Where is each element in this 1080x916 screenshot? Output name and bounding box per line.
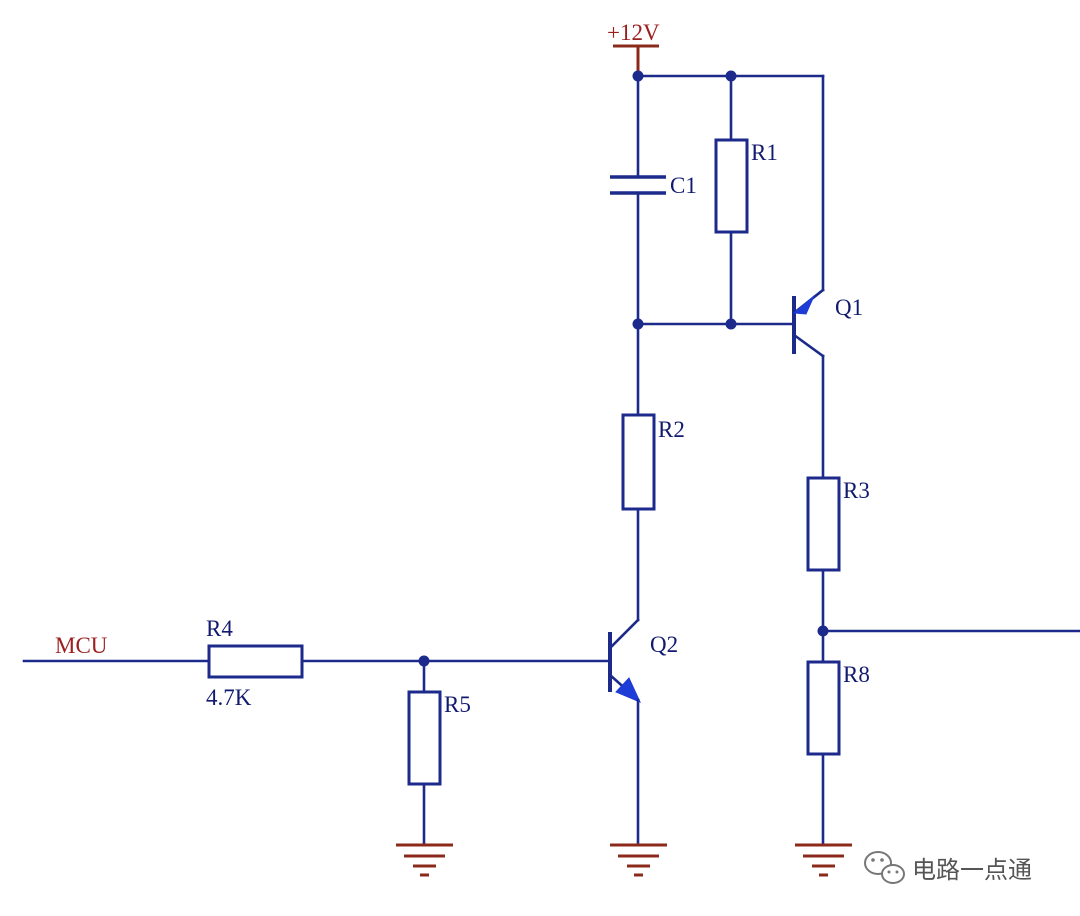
resistor-r4: R4 4.7K [206,616,612,710]
resistor-r8: R8 [806,660,870,845]
resistor-r2: R2 [621,413,685,511]
resistor-r5: R5 [407,659,471,845]
ground-symbol-q2 [610,843,667,877]
r1-label: R1 [751,140,778,165]
q1-emitter-arrow [792,295,815,315]
r5-label: R5 [444,692,471,717]
mcu-input: MCU [22,633,211,663]
watermark-text: 电路一点通 [912,856,1032,884]
ground-symbol-r5 [396,843,453,877]
resistor-r3: R3 [806,476,870,664]
r4-label: R4 [206,616,233,641]
q2-label: Q2 [650,632,678,657]
transistor-q2: Q2 [608,618,678,845]
supply-label: +12V [607,20,660,45]
q1-label: Q1 [835,295,863,320]
transistor-q1: Q1 [792,288,863,480]
r2-label: R2 [658,417,685,442]
watermark: 电路一点通 [864,851,1032,884]
wechat-icon [864,851,905,884]
ground-symbol-r8 [795,843,852,877]
r3-label: R3 [843,478,870,503]
q2-emitter-arrow [615,677,641,703]
r4-value: 4.7K [206,685,252,710]
c1-label: C1 [670,173,697,198]
junction-dots [418,70,829,667]
r8-label: R8 [843,662,870,687]
mcu-label: MCU [55,633,108,658]
resistor-r1: R1 [714,74,778,326]
capacitor-c1: C1 [610,173,697,198]
supply-12v: +12V [607,20,660,76]
